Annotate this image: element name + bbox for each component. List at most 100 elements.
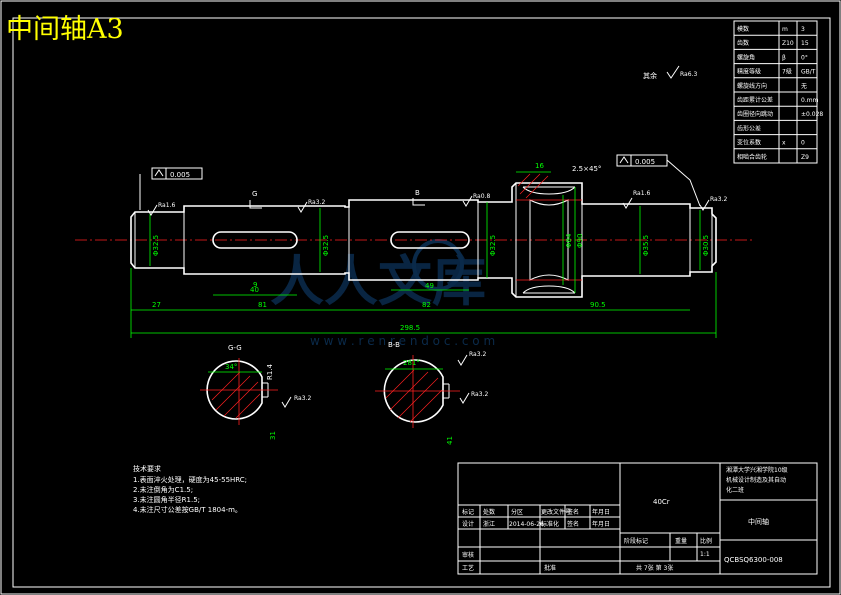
svg-text:标记: 标记 — [462, 508, 474, 516]
tech-requirements: 技术要求 1.表面淬火处理，硬度为45-55HRC; 2.未注倒角为C1.5; … — [133, 464, 247, 514]
dim-diam-1: Φ32.5 — [152, 235, 160, 256]
param-cell: 无 — [801, 83, 807, 90]
svg-text:Ra3.2: Ra3.2 — [308, 199, 325, 206]
part-name: 中间轴 — [748, 517, 769, 526]
svg-text:34°: 34° — [225, 363, 237, 371]
diameter-dimensions: Φ32.5 Φ32.5 Φ32.5 Φ84 Φ90 Φ35.5 Φ30.5 — [149, 187, 710, 293]
dim-27: 27 — [152, 301, 161, 309]
svg-text:31: 31 — [269, 431, 277, 440]
svg-text:处数: 处数 — [483, 508, 495, 516]
param-cell: ±0.028 — [801, 111, 823, 118]
svg-text:2014-06-26: 2014-06-26 — [509, 521, 544, 528]
roughness-symbol-icon — [457, 354, 468, 366]
svg-text:41: 41 — [446, 436, 454, 445]
dim-90-5: 90.5 — [590, 301, 606, 309]
param-cell: 齿形公差 — [737, 124, 761, 132]
dim-diam-4: Φ84 — [565, 233, 573, 248]
section-g-view: G-G 34° 31 R1.4 Ra3.2 — [200, 344, 311, 440]
material: 40Cr — [653, 498, 670, 506]
scale-value: 1:1 — [700, 551, 710, 558]
svg-text:标准化: 标准化 — [541, 520, 559, 528]
param-cell: m — [782, 26, 788, 33]
param-cell: 螺旋角 — [737, 53, 755, 61]
param-cell: 7级 — [782, 68, 792, 76]
svg-text:3.未注圆角半径R1.5;: 3.未注圆角半径R1.5; — [133, 495, 200, 504]
svg-text:浙江: 浙江 — [483, 520, 495, 528]
svg-text:分区: 分区 — [511, 508, 523, 516]
chamfer-note: 2.5×45° — [572, 165, 601, 173]
svg-text:重量: 重量 — [675, 537, 687, 545]
svg-text:工艺: 工艺 — [462, 564, 474, 572]
title-block: 湘潭大学兴湘学院10级 机械设计制造及其自动 化二班 40Cr 中间轴 QCBS… — [457, 462, 818, 575]
roughness-symbol-icon — [699, 199, 710, 211]
svg-text:0.005: 0.005 — [170, 171, 190, 179]
dim-82: 82 — [422, 301, 431, 309]
roughness-symbol-icon — [462, 195, 473, 207]
param-cell: GB/T — [801, 69, 816, 76]
school-line-1: 湘潭大学兴湘学院10级 — [726, 466, 788, 474]
roughness-symbol-icon — [281, 396, 292, 408]
svg-text:更改文件号: 更改文件号 — [541, 508, 571, 516]
param-cell: 齿数 — [737, 39, 749, 47]
keyway-g — [212, 231, 298, 249]
roughness-other-value: Ra6.3 — [680, 71, 697, 78]
svg-text:技术要求: 技术要求 — [133, 464, 161, 473]
svg-text:年月日: 年月日 — [592, 508, 610, 516]
dim-diam-3: Φ32.5 — [489, 235, 497, 256]
section-g-marker: G — [252, 190, 257, 198]
param-cell: x — [782, 140, 786, 147]
param-cell: 3 — [801, 26, 805, 33]
svg-text:年月日: 年月日 — [592, 520, 610, 528]
param-cell: 模数 — [737, 25, 749, 33]
dim-40: 40 — [250, 286, 259, 294]
roughness-symbol-icon — [147, 204, 158, 216]
dim-16: 16 — [535, 162, 544, 170]
param-cell: 螺旋线方向 — [737, 82, 767, 90]
watermark: 人人文库 — [270, 249, 486, 313]
svg-text:G-G: G-G — [228, 344, 242, 352]
school-line-2: 机械设计制造及其自动 — [726, 476, 786, 484]
watermark-url: w w w . r e n r e n d o c . c o m — [310, 334, 495, 348]
watermark-logo-icon — [412, 239, 464, 291]
svg-text:Ra3.2: Ra3.2 — [471, 391, 488, 398]
drawing-code: QCBSQ6300-008 — [724, 556, 783, 564]
param-cell: 0 — [801, 140, 805, 147]
runout-icon — [154, 169, 164, 177]
svg-text:Ra1.6: Ra1.6 — [633, 190, 650, 197]
svg-text:Ra1.6: Ra1.6 — [158, 202, 175, 209]
svg-text:比例: 比例 — [700, 537, 712, 545]
roughness-symbol-icon — [666, 65, 680, 79]
roughness-labels: Ra1.6 Ra3.2 Ra0.8 Ra1.6 Ra3.2 — [147, 190, 727, 216]
param-cell: 齿圈径向跳动 — [737, 110, 773, 118]
dim-diam-7: Φ30.5 — [702, 235, 710, 256]
drawing-title: 中间轴A3 — [6, 14, 124, 45]
param-cell: β — [782, 54, 786, 61]
param-cell: 0° — [801, 54, 808, 61]
dim-49: 49 — [425, 282, 434, 290]
param-cell: 精度等级 — [737, 68, 761, 76]
tolerance-frame-2: 0.005 — [616, 154, 701, 207]
svg-text:281°: 281° — [403, 359, 420, 367]
svg-text:签名: 签名 — [567, 520, 579, 528]
runout-icon — [619, 156, 629, 164]
school-line-3: 化二班 — [726, 486, 744, 494]
roughness-symbol-icon — [297, 201, 308, 213]
param-cell: Z10 — [782, 40, 794, 47]
svg-text:阶段标记: 阶段标记 — [624, 537, 648, 545]
param-cell: 相啮合齿轮 — [737, 153, 767, 161]
param-cell: 齿距累计公差 — [737, 96, 773, 104]
keyway-b — [390, 231, 470, 249]
tolerance-frame-1: 0.005 — [139, 167, 203, 210]
drawing-border — [12, 17, 831, 588]
svg-text:Ra3.2: Ra3.2 — [469, 351, 486, 358]
dim-diam-2: Φ32.5 — [322, 235, 330, 256]
svg-text:R1.4: R1.4 — [266, 363, 274, 380]
svg-text:Ra3.2: Ra3.2 — [710, 196, 727, 203]
svg-text:4.未注尺寸公差按GB/T 1804-m。: 4.未注尺寸公差按GB/T 1804-m。 — [133, 505, 242, 514]
dim-81: 81 — [258, 301, 267, 309]
param-cell: Z9 — [801, 154, 809, 161]
dim-diam-6: Φ35.5 — [642, 235, 650, 256]
